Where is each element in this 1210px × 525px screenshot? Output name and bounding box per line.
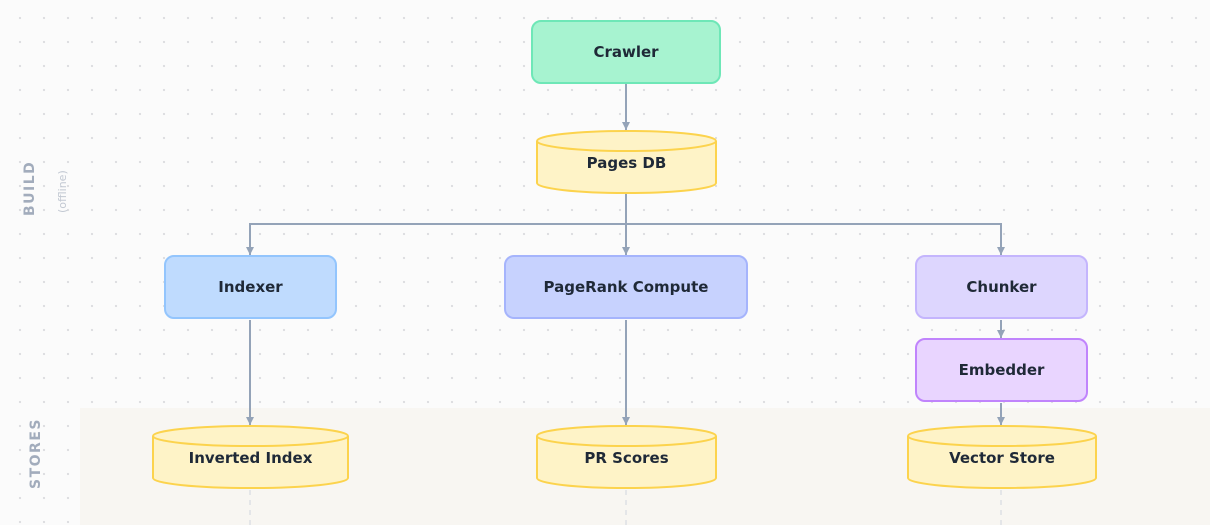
pages-db-cylinder-icon xyxy=(536,130,717,194)
vector-store-datastore[interactable]: Vector Store xyxy=(907,425,1097,489)
embedder-node[interactable]: Embedder xyxy=(915,338,1088,402)
edge-pages-db-indexer xyxy=(246,223,626,255)
pr-scores-cylinder-icon xyxy=(536,425,717,489)
chunker-node[interactable]: Chunker xyxy=(915,255,1088,319)
crawler-node[interactable]: Crawler xyxy=(531,20,721,84)
inverted-index-cylinder-icon xyxy=(152,425,349,489)
vector-store-label: Vector Store xyxy=(949,449,1055,467)
inverted-index-label: Inverted Index xyxy=(188,449,313,467)
vector-store-cylinder-icon xyxy=(907,425,1097,489)
pagerank-compute-node[interactable]: PageRank Compute xyxy=(504,255,748,319)
pages-db-label: Pages DB xyxy=(586,154,667,172)
edge-pages-db-chunker xyxy=(626,223,1005,255)
inverted-index-datastore[interactable]: Inverted Index xyxy=(152,425,349,489)
indexer-node[interactable]: Indexer xyxy=(164,255,337,319)
pr-scores-datastore[interactable]: PR Scores xyxy=(536,425,717,489)
pages-db-datastore[interactable]: Pages DB xyxy=(536,130,717,194)
pr-scores-label: PR Scores xyxy=(584,449,669,467)
